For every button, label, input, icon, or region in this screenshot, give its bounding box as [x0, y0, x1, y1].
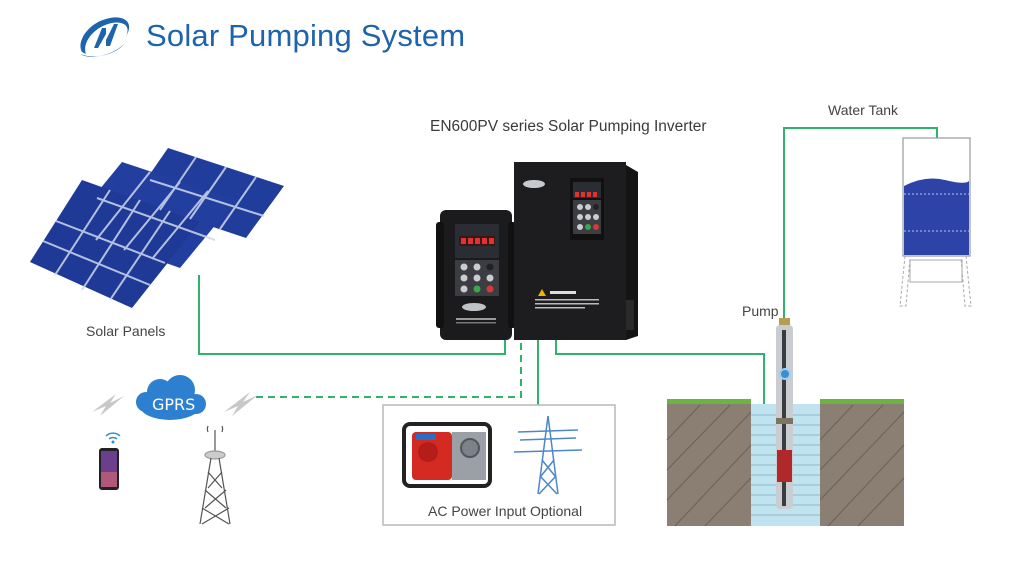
ac-power-label: AC Power Input Optional [428, 503, 583, 519]
wire-panels-to-inverter [198, 275, 506, 355]
water-tank-label: Water Tank [828, 102, 899, 118]
well-image [666, 399, 905, 527]
pump-label: Pump [742, 303, 779, 319]
gprs-cloud-icon [136, 375, 206, 420]
cell-tower-icon [199, 425, 231, 525]
inverter-title: EN600PV series Solar Pumping Inverter [430, 118, 707, 135]
signal-bolt-icon [224, 392, 258, 416]
signal-bolt-icon [92, 394, 124, 416]
generator-image [402, 422, 492, 488]
large-inverter-image [514, 162, 638, 340]
power-pylon-image [513, 415, 583, 495]
solar-panels-label: Solar Panels [86, 323, 166, 339]
solar-panels-image [30, 148, 284, 308]
small-inverter-image [436, 210, 516, 340]
page-title: Solar Pumping System [146, 18, 466, 53]
wire-pump-to-tank [783, 127, 938, 318]
gprs-label: GPRS [152, 395, 195, 414]
water-tank-image [899, 137, 972, 307]
wire-gprs-to-inverter [256, 340, 522, 398]
brand-logo-icon [76, 14, 132, 60]
submersible-pump-image [776, 318, 793, 509]
smartphone-icon [99, 432, 121, 490]
